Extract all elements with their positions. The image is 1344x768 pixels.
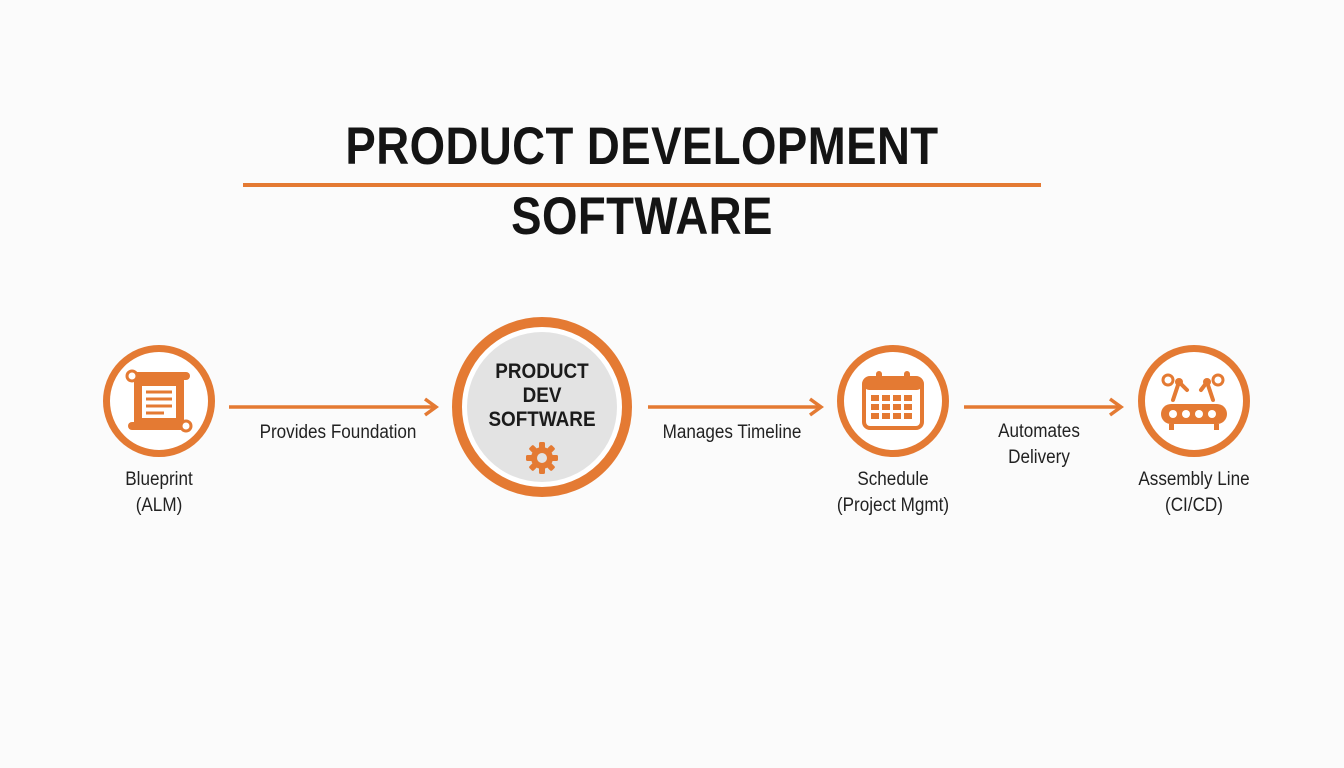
assembly-line-icon: [1161, 373, 1227, 430]
calendar-icon: [862, 371, 924, 430]
diagram-title: PRODUCT DEVELOPMENT SOFTWARE: [345, 117, 939, 246]
arrow-automates-delivery: [964, 397, 1124, 417]
title-underline: [243, 183, 1041, 187]
arrow-manages-timeline: [648, 397, 824, 417]
gear-icon: [526, 442, 558, 474]
scroll-icon: [125, 369, 193, 433]
blueprint-label: Blueprint (ALM): [125, 469, 193, 516]
schedule-node: [837, 345, 949, 457]
edge-label-automates-delivery: Automates Delivery: [998, 421, 1080, 468]
assembly-line-node: [1138, 345, 1250, 457]
assembly-line-label: Assembly Line (CI/CD): [1138, 469, 1250, 516]
schedule-label: Schedule (Project Mgmt): [836, 469, 950, 516]
edge-label-provides-foundation: Provides Foundation: [259, 422, 417, 443]
center-node-label: PRODUCT DEV SOFTWARE: [488, 360, 596, 431]
edge-label-manages-timeline: Manages Timeline: [662, 422, 802, 443]
arrow-provides-foundation: [229, 397, 439, 417]
blueprint-node: [103, 345, 215, 457]
